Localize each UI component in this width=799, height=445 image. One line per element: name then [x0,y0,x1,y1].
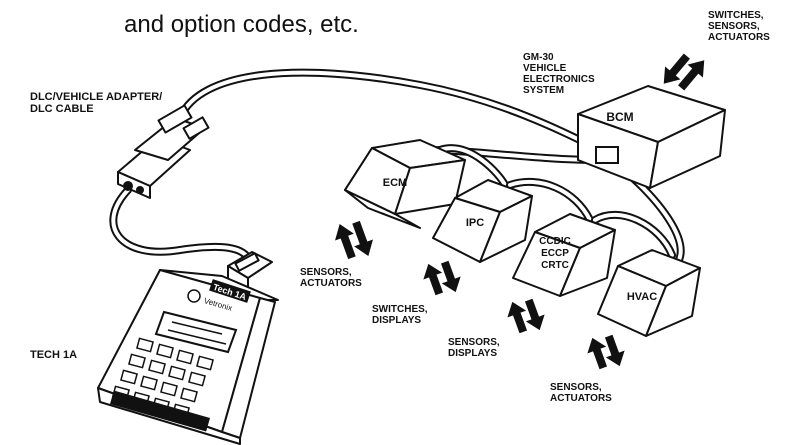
ipc-label: IPC [466,217,484,229]
ipc-io-label-2: DISPLAYS [372,315,421,326]
dlc-adapter-label-2: DLC CABLE [30,103,94,115]
hvac-label: HVAC [627,291,657,303]
module-ipc: IPC [432,179,533,263]
crtc-label: CRTC [541,260,569,271]
module-ccdic: CCDIC ECCP CRTC [512,213,616,297]
bcm-io-label-2: SENSORS, [708,21,760,32]
tech-keypad [110,337,214,432]
ipc-io-label-1: SWITCHES, [372,304,428,315]
header-text: and option codes, etc. [124,11,359,38]
ecm-io-label-1: SENSORS, [300,267,352,278]
bcm-io-arrow [663,53,705,91]
hvac-io-arrow [587,334,625,370]
hvac-io-label-1: SENSORS, [550,382,602,393]
dlc-adapter [117,104,210,199]
tech-label: TECH 1A [30,349,77,361]
dlc-adapter-label-1: DLC/VEHICLE ADAPTER/ [30,91,162,103]
bcm-io-label-3: ACTUATORS [708,32,770,43]
gm30-label-4: SYSTEM [523,85,564,96]
bcm-label: BCM [606,110,633,124]
hvac-io-label-2: ACTUATORS [550,393,612,404]
arrows [335,53,705,370]
ipc-io-arrow [423,260,461,296]
module-ecm: ECM [344,139,466,229]
tech-1a-device: Tech 1A Vetronix [97,251,279,445]
gm30-label-1: GM-30 [523,52,554,63]
ecm-io-label-2: ACTUATORS [300,278,362,289]
ccdic-io-label-1: SENSORS, [448,337,500,348]
module-bcm: BCM [577,85,726,189]
labels: DLC/VEHICLE ADAPTER/ DLC CABLE GM-30 VEH… [30,10,770,404]
ecm-io-arrow [335,220,373,260]
ccdic-io-label-2: DISPLAYS [448,348,497,359]
ecm-label: ECM [383,177,407,189]
gm30-label-2: VEHICLE [523,63,567,74]
gm30-label-3: ELECTRONICS [523,74,595,85]
module-hvac: HVAC [597,249,701,337]
eccp-label: ECCP [541,248,569,259]
bcm-io-label-1: SWITCHES, [708,10,764,21]
ccdic-io-arrow [507,298,545,334]
ccdic-label: CCDIC [539,236,571,247]
